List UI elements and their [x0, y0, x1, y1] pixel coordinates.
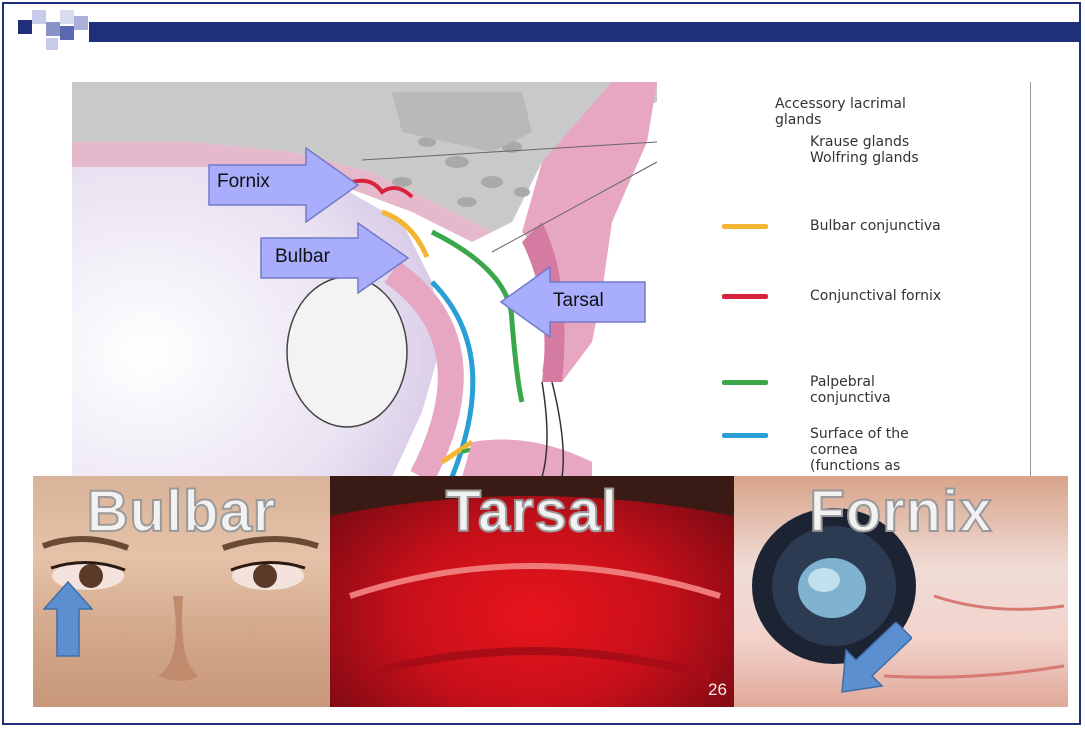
- page-number: 26: [708, 680, 727, 700]
- tarsal-photo: Tarsal 26: [330, 476, 734, 707]
- tarsal-callout-label: Tarsal: [553, 290, 604, 312]
- title-bar-decoration: [89, 22, 1079, 42]
- bulbar-callout-label: Bulbar: [275, 246, 330, 268]
- legend-swatch-bulbar: [722, 224, 768, 229]
- legend-divider: [1030, 82, 1031, 477]
- fornix-photo: Fornix: [734, 476, 1068, 707]
- legend-swatch-cornea: [722, 433, 768, 438]
- legend-item-palpebral: Palpebral conjunctiva: [810, 374, 891, 406]
- tarsal-photo-title: Tarsal: [330, 478, 734, 545]
- legend-heading: Accessory lacrimal glands: [775, 96, 906, 128]
- legend-item-fornix: Conjunctival fornix: [810, 288, 941, 304]
- legend-item-cornea: Surface of the cornea (functions as: [810, 426, 909, 474]
- fornix-photo-title: Fornix: [734, 478, 1068, 545]
- legend-krause-glands: Krause glands: [810, 134, 909, 150]
- legend-item-bulbar: Bulbar conjunctiva: [810, 218, 941, 234]
- bulbar-photo-title: Bulbar: [33, 478, 330, 545]
- legend-swatch-palpebral: [722, 380, 768, 385]
- bulbar-photo: Bulbar: [33, 476, 330, 707]
- legend-swatch-fornix: [722, 294, 768, 299]
- diagram-legend: Accessory lacrimal glands Krause glands …: [700, 82, 1025, 477]
- fornix-callout-label: Fornix: [217, 171, 270, 193]
- fornix-diagonal-arrow-icon: [836, 622, 912, 698]
- corner-squares-decoration: [18, 10, 90, 58]
- legend-wolfring-glands: Wolfring glands: [810, 150, 919, 166]
- bulbar-up-arrow-icon: [43, 581, 93, 657]
